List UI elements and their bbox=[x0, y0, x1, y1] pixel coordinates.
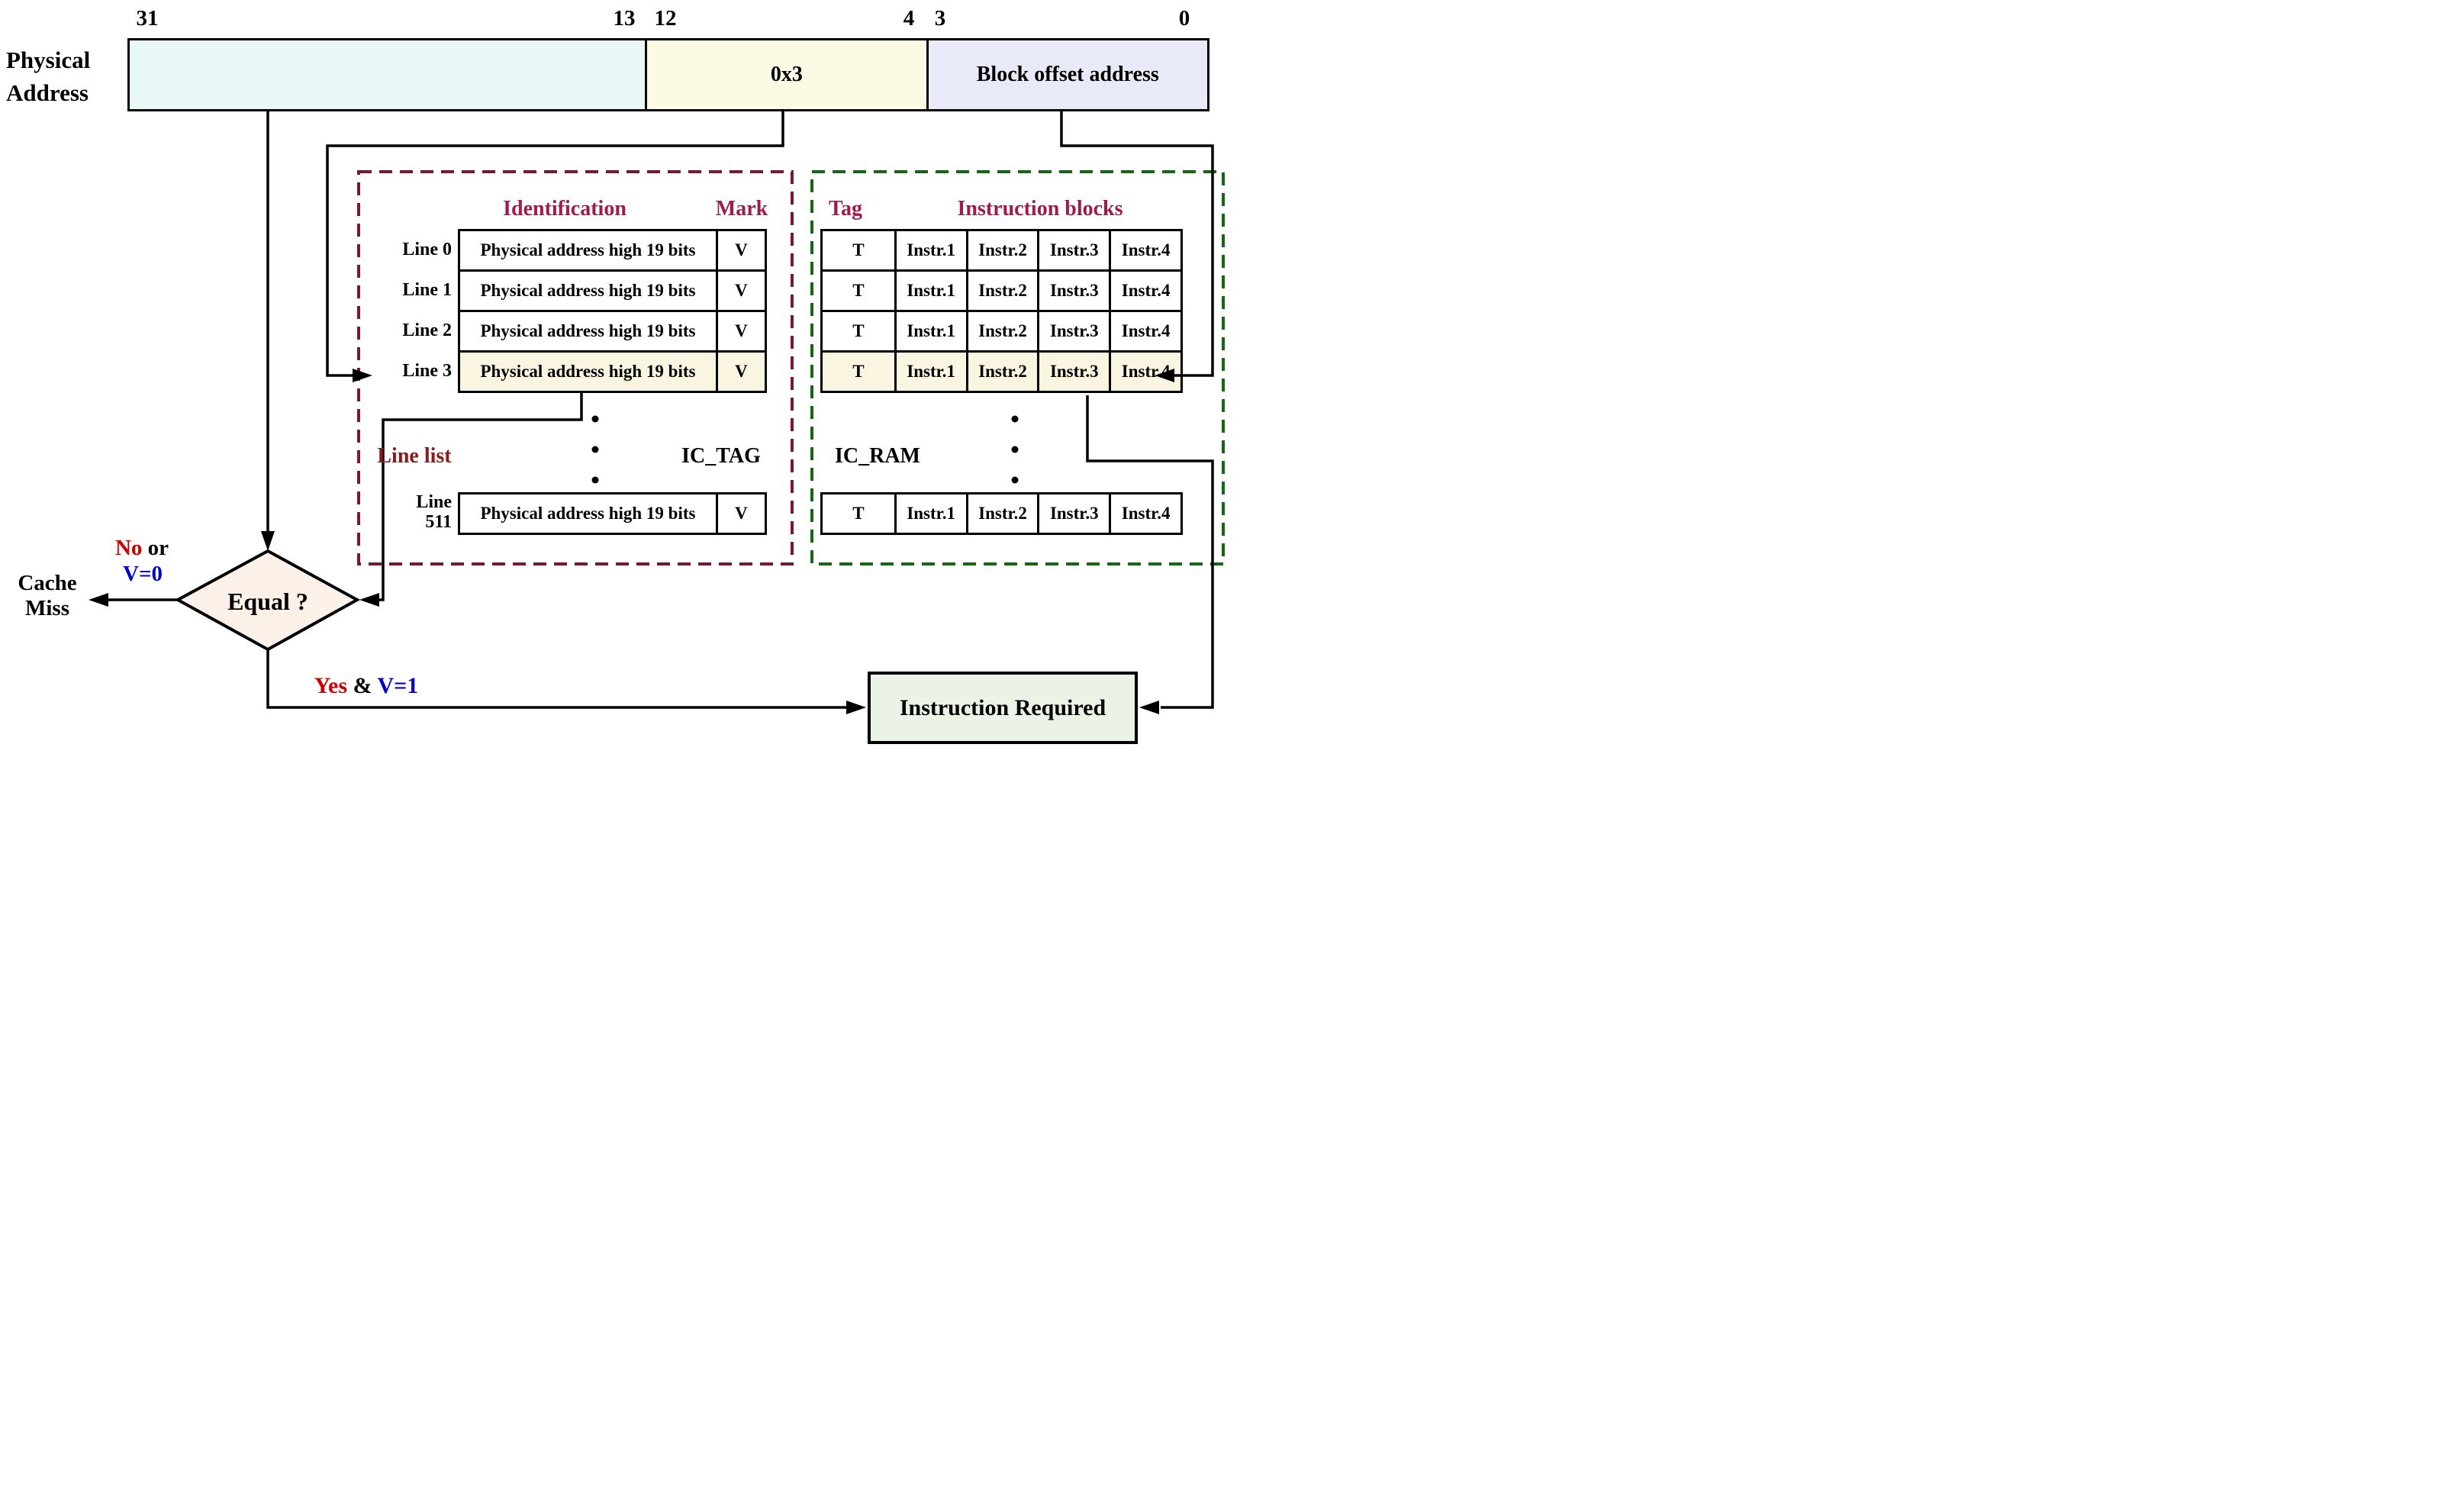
instr-4-cell: Instr.4 bbox=[1109, 231, 1180, 269]
tag-entry: Physical address high 19 bits bbox=[480, 281, 696, 300]
instruction-required-box: Instruction Required bbox=[868, 672, 1138, 744]
instr-1-cell: Instr.1 bbox=[894, 495, 966, 533]
instr-2-cell: Instr.2 bbox=[965, 353, 1038, 391]
bit-label-12: 12 bbox=[654, 6, 677, 31]
instr-2-cell: Instr.2 bbox=[965, 272, 1038, 310]
valid-bit: V bbox=[715, 231, 765, 269]
instr-3-cell: Instr.3 bbox=[1037, 495, 1109, 533]
bit-label-4: 4 bbox=[903, 6, 915, 31]
instr-2-cell: Instr.2 bbox=[965, 495, 1038, 533]
instr-4-cell: Instr.4 bbox=[1109, 312, 1180, 350]
tag-entry: Physical address high 19 bits bbox=[480, 321, 696, 340]
line-0-label: Line 0 bbox=[402, 240, 452, 259]
bit-label-3: 3 bbox=[934, 6, 946, 31]
instr-3-cell: Instr.3 bbox=[1037, 353, 1109, 391]
line-3-label: Line 3 bbox=[402, 361, 452, 381]
identification-header: Identification bbox=[503, 197, 626, 221]
mark-header: Mark bbox=[715, 197, 768, 221]
ram-tag-cell: T bbox=[852, 362, 865, 381]
instr-3-cell: Instr.3 bbox=[1037, 272, 1109, 310]
instr-1-cell: Instr.1 bbox=[894, 312, 966, 350]
physical-address-bar: 0x3 Block offset address bbox=[127, 38, 1209, 111]
no-or-label: No or bbox=[114, 536, 169, 560]
line-1-label: Line 1 bbox=[402, 280, 452, 300]
valid-bit: V bbox=[715, 272, 765, 310]
instruction-blocks-header: Instruction blocks bbox=[957, 197, 1123, 221]
ram-tag-cell: T bbox=[852, 281, 865, 300]
equal-decision-diamond bbox=[174, 549, 361, 652]
instr-1-cell: Instr.1 bbox=[894, 272, 966, 310]
tag-entry: Physical address high 19 bits bbox=[480, 240, 696, 259]
instr-4-cell: Instr.4 bbox=[1109, 272, 1180, 310]
equal-decision-label: Equal ? bbox=[227, 588, 308, 615]
instr-4-cell: Instr.4 bbox=[1109, 353, 1180, 391]
instr-3-cell: Instr.3 bbox=[1037, 312, 1109, 350]
ic-ram-row-2: T Instr.1 Instr.2 Instr.3 Instr.4 bbox=[820, 310, 1183, 353]
tag-column-header: Tag bbox=[828, 197, 863, 221]
v-equals-0-label: V=0 bbox=[123, 562, 163, 586]
ram-tag-cell: T bbox=[852, 504, 865, 523]
instr-4-cell: Instr.4 bbox=[1109, 495, 1180, 533]
ic-tag-row-0: Physical address high 19 bits V bbox=[458, 229, 767, 272]
ic-ram-row-3-selected: T Instr.1 Instr.2 Instr.3 Instr.4 bbox=[820, 350, 1183, 393]
instr-1-cell: Instr.1 bbox=[894, 231, 966, 269]
instr-3-cell: Instr.3 bbox=[1037, 231, 1109, 269]
valid-bit: V bbox=[715, 495, 765, 533]
line-list-label: Line list bbox=[377, 444, 452, 468]
ic-tag-module-label: IC_TAG bbox=[681, 444, 761, 468]
ic-tag-row-1: Physical address high 19 bits V bbox=[458, 269, 767, 312]
ic-ram-module-label: IC_RAM bbox=[835, 444, 920, 468]
cache-miss-label: Cache Miss bbox=[18, 571, 77, 621]
ic-tag-row-511: Physical address high 19 bits V bbox=[458, 492, 767, 535]
address-index-field: 0x3 bbox=[645, 40, 926, 109]
tag-entry: Physical address high 19 bits bbox=[480, 362, 696, 381]
bit-label-31: 31 bbox=[136, 6, 159, 31]
ic-ram-dashed-box bbox=[810, 170, 1225, 565]
bit-label-0: 0 bbox=[1178, 6, 1190, 31]
physical-address-label: Physical Address bbox=[6, 47, 91, 106]
instr-1-cell: Instr.1 bbox=[894, 353, 966, 391]
valid-bit: V bbox=[715, 353, 765, 391]
line-511-label: Line 511 bbox=[416, 492, 452, 533]
bit-label-13: 13 bbox=[613, 6, 636, 31]
ic-ram-row-511: T Instr.1 Instr.2 Instr.3 Instr.4 bbox=[820, 492, 1183, 535]
instr-2-cell: Instr.2 bbox=[965, 312, 1038, 350]
ic-tag-row-3-selected: Physical address high 19 bits V bbox=[458, 350, 767, 393]
valid-bit: V bbox=[715, 312, 765, 350]
yes-and-v1-label: Yes & V=1 bbox=[314, 673, 419, 698]
ram-tag-cell: T bbox=[852, 321, 865, 340]
tag-entry: Physical address high 19 bits bbox=[480, 504, 696, 523]
address-block-offset-field: Block offset address bbox=[926, 40, 1207, 109]
cache-lookup-diagram: Physical Address 31 13 12 4 3 0 0x3 Bloc… bbox=[0, 0, 1232, 756]
ic-ram-row-1: T Instr.1 Instr.2 Instr.3 Instr.4 bbox=[820, 269, 1183, 312]
ram-tag-cell: T bbox=[852, 240, 865, 259]
ic-ram-row-0: T Instr.1 Instr.2 Instr.3 Instr.4 bbox=[820, 229, 1183, 272]
address-tag-field bbox=[130, 40, 646, 109]
instr-2-cell: Instr.2 bbox=[965, 231, 1038, 269]
line-2-label: Line 2 bbox=[402, 321, 452, 340]
ic-tag-row-2: Physical address high 19 bits V bbox=[458, 310, 767, 353]
